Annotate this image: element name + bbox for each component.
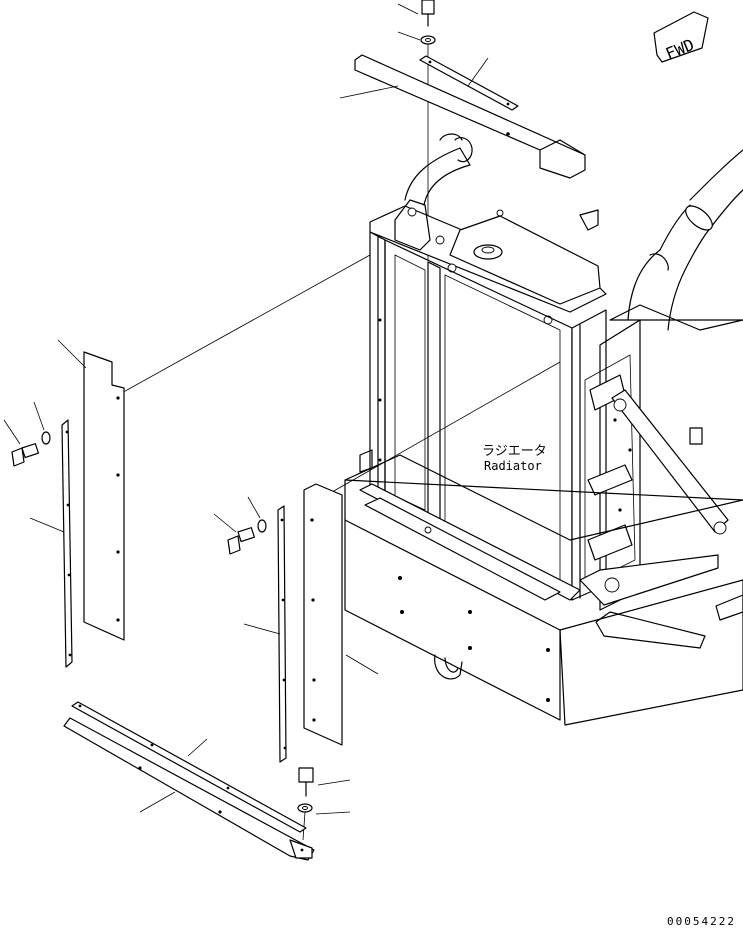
- left-seal-strip: [29, 419, 73, 668]
- bottom-bolt-axis: [302, 811, 306, 841]
- figure-number: 00054222: [667, 915, 736, 928]
- bottom-bolt: [298, 767, 351, 797]
- bottom-seal-strip: [71, 701, 307, 833]
- top-cover-plate: [339, 54, 586, 179]
- middle-bolt: [213, 513, 256, 555]
- top-bolt: [397, 0, 435, 27]
- upper-hose: [404, 133, 473, 206]
- radiator-label-english: Radiator: [484, 459, 542, 473]
- engine-side-frame: [579, 304, 743, 649]
- top-seal-strip: [419, 55, 519, 111]
- left-side-panel: [57, 339, 125, 641]
- right-panel-leader: [317, 361, 561, 501]
- radiator-label: ラジエータ Radiator: [482, 444, 547, 473]
- left-washer: [33, 401, 51, 445]
- bottom-cover-plate: [63, 717, 315, 861]
- fwd-direction-marker: FWD: [653, 11, 709, 63]
- middle-washer: [247, 496, 267, 533]
- bottom-washer: [297, 803, 351, 815]
- right-hose: [627, 149, 743, 331]
- left-panel-leader: [117, 254, 371, 396]
- left-bolt: [3, 419, 40, 467]
- right-seal-strip: [243, 505, 287, 763]
- top-washer: [397, 31, 436, 45]
- right-side-panel: [303, 483, 379, 746]
- radiator-label-japanese: ラジエータ: [482, 444, 547, 459]
- radiator-assembly: [359, 199, 607, 601]
